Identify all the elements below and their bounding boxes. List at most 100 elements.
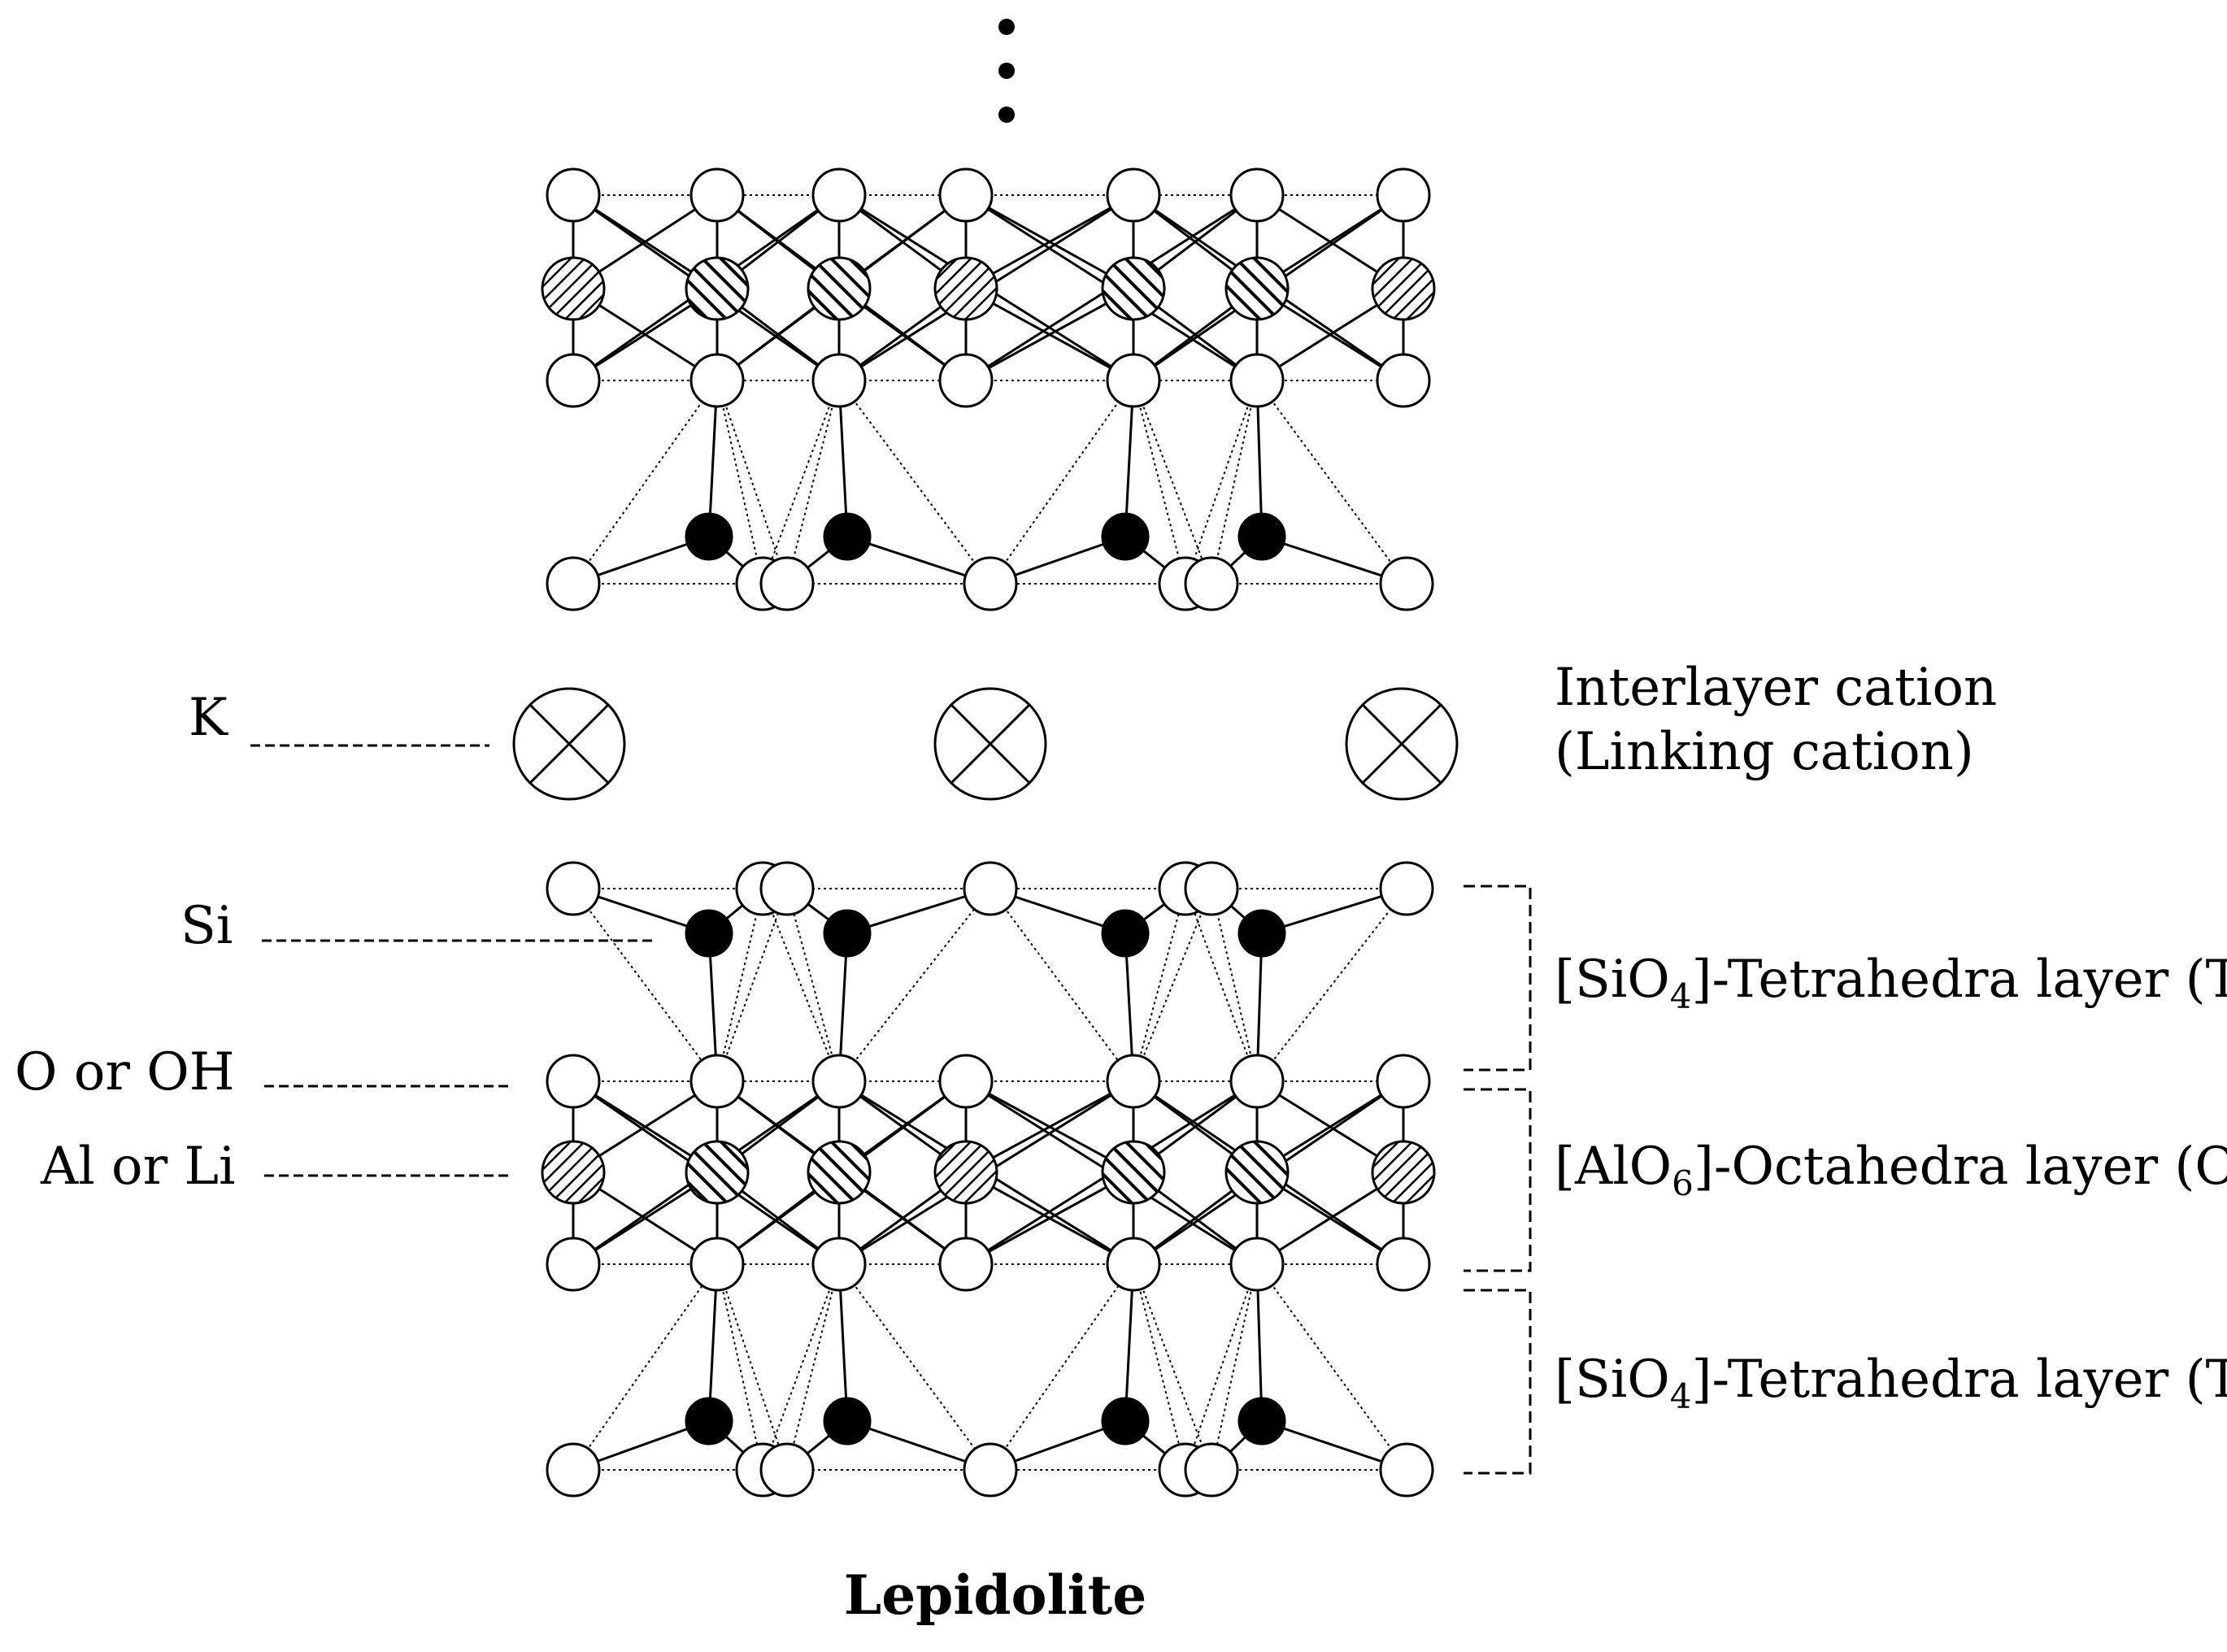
- tetrahedral-edge: [786, 380, 840, 585]
- basal-oxygen-atom: [759, 556, 815, 611]
- oxygen-or-oh-atom: [1106, 1054, 1161, 1109]
- silicon-atom: [1237, 909, 1286, 958]
- silicon-atom: [823, 512, 872, 561]
- tetrahedral-edge: [716, 380, 763, 585]
- aluminum-or-lithium-atom: [1371, 256, 1436, 321]
- lithium-or-aluminum-atom: [1101, 1140, 1166, 1205]
- silicon-atom: [685, 512, 733, 561]
- tetrahedral-edge: [572, 888, 718, 1082]
- lithium-or-aluminum-atom: [807, 256, 872, 321]
- tetrahedral-edge: [1185, 888, 1258, 1082]
- silicon-atom: [685, 909, 733, 958]
- tetrahedral-edge: [1133, 888, 1212, 1082]
- left-leader-lines: [250, 744, 657, 1177]
- tetrahedral-edge: [1133, 888, 1186, 1082]
- lithium-or-aluminum-atom: [685, 256, 750, 321]
- aluminum-or-lithium-atom: [933, 256, 998, 321]
- interlayer-cations: [512, 687, 1459, 801]
- silicon-atom: [1237, 512, 1286, 561]
- oxygen-or-oh-atom: [811, 1237, 867, 1292]
- tetrahedral-edge: [1256, 1263, 1407, 1471]
- tetrahedral-edge: [1211, 380, 1258, 585]
- tetrahedra-layer-bottom-label: [SiO4]-Tetrahedra layer (T): [1555, 1350, 2227, 1416]
- tetrahedral-edge: [1211, 888, 1258, 1082]
- oxygen-or-oh-atom: [689, 1054, 745, 1109]
- oxygen-or-oh-atom: [1376, 1054, 1431, 1109]
- tetrahedral-edge: [716, 1263, 788, 1471]
- lithium-or-aluminum-atom: [1224, 256, 1290, 321]
- lithium-or-aluminum-atom: [1101, 256, 1166, 321]
- tetrahedral-edge: [1185, 1263, 1258, 1471]
- oxygen-or-oh-atom: [811, 167, 867, 223]
- interlayer-cation-label: Interlayer cation: [1555, 658, 1997, 718]
- diagram-title: Lepidolite: [844, 1563, 1146, 1627]
- oxygen-or-oh-atom: [1106, 353, 1161, 408]
- basal-oxygen-atom: [759, 1442, 815, 1498]
- silicon-atom: [823, 1397, 872, 1446]
- oxygen-or-oh-atom: [689, 167, 745, 223]
- tetrahedral-edge: [572, 1263, 718, 1471]
- oxygen-or-oh-atom: [546, 1054, 601, 1109]
- basal-oxygen-atom: [1184, 1442, 1239, 1498]
- basal-oxygen-atom: [546, 556, 601, 611]
- tetrahedral-edge: [838, 380, 991, 585]
- tetrahedral-edge: [1133, 380, 1186, 585]
- continuation-dots: [998, 19, 1015, 123]
- k-cation-2: [933, 687, 1047, 801]
- silicon-atom: [1101, 1397, 1150, 1446]
- oxygen-or-oh-atom: [1106, 1237, 1161, 1292]
- linking-cation-label: (Linking cation): [1555, 722, 1974, 782]
- basal-oxygen-atom: [759, 861, 815, 916]
- oxygen-or-oh-atom: [1376, 353, 1431, 408]
- tetrahedral-edge: [1256, 380, 1407, 585]
- silicon-atom: [1237, 1397, 1286, 1446]
- tetrahedral-edge: [786, 888, 840, 1082]
- label-o-or-oh: O or OH: [15, 1042, 235, 1102]
- tetrahedral-edge: [716, 1263, 763, 1471]
- oxygen-or-oh-atom: [1229, 1054, 1285, 1109]
- tetrahedral-edge: [1211, 1263, 1258, 1471]
- oxygen-or-oh-atom: [1106, 167, 1161, 223]
- tetrahedral-edge: [762, 888, 840, 1082]
- tetrahedral-edge: [786, 1263, 840, 1471]
- oxygen-or-oh-atom: [938, 353, 994, 408]
- basal-oxygen-atom: [963, 1442, 1018, 1498]
- lithium-or-aluminum-atom: [685, 1140, 750, 1205]
- tetrahedral-edge: [1185, 380, 1258, 585]
- basal-oxygen-atom: [1379, 861, 1434, 916]
- basal-oxygen-atom: [1379, 1442, 1434, 1498]
- oxygen-or-oh-atom: [1229, 353, 1285, 408]
- tetrahedra-layer-top-label: [SiO4]-Tetrahedra layer (T): [1555, 950, 2227, 1016]
- tetrahedral-edge: [762, 380, 840, 585]
- oxygen-or-oh-atom: [546, 353, 601, 408]
- k-cation-3: [1345, 687, 1459, 801]
- tetrahedral-edge: [990, 380, 1134, 585]
- oxygen-or-oh-atom: [1229, 167, 1285, 223]
- basal-oxygen-atom: [546, 861, 601, 916]
- aluminum-or-lithium-atom: [933, 1140, 998, 1205]
- oxygen-or-oh-atom: [689, 353, 745, 408]
- basal-oxygen-atom: [1184, 556, 1239, 611]
- tetrahedral-edge: [716, 380, 788, 585]
- oxygen-or-oh-atom: [546, 1237, 601, 1292]
- label-si: Si: [181, 896, 233, 956]
- tetrahedral-edge: [1133, 1263, 1186, 1471]
- basal-oxygen-atom: [546, 1442, 601, 1498]
- oxygen-or-oh-atom: [546, 167, 601, 223]
- oxygen-or-oh-atom: [811, 353, 867, 408]
- silicon-atom: [823, 909, 872, 958]
- oxygen-or-oh-atom: [689, 1237, 745, 1292]
- tetrahedral-edge: [716, 888, 763, 1082]
- atom-layer: [541, 167, 1436, 1498]
- basal-oxygen-atom: [1184, 861, 1239, 916]
- tetrahedral-edge: [990, 1263, 1134, 1471]
- tetrahedral-edge: [1133, 1263, 1212, 1471]
- aluminum-or-lithium-atom: [541, 256, 606, 321]
- oxygen-or-oh-atom: [1376, 167, 1431, 223]
- basal-oxygen-atom: [1379, 556, 1434, 611]
- aluminum-or-lithium-atom: [541, 1140, 606, 1205]
- tetrahedral-edge: [838, 888, 991, 1082]
- label-k: K: [189, 688, 228, 748]
- lithium-or-aluminum-atom: [807, 1140, 872, 1205]
- oxygen-or-oh-atom: [1376, 1237, 1431, 1292]
